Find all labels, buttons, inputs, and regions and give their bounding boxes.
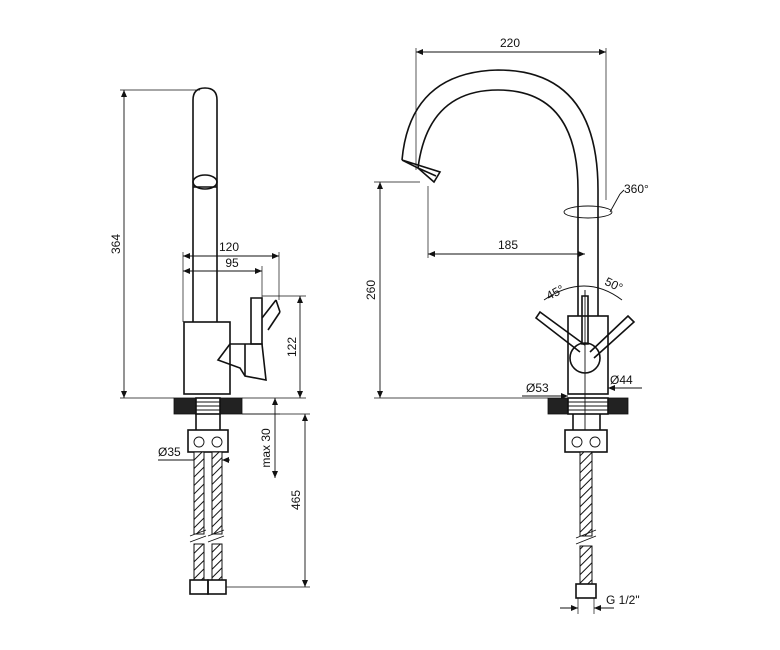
dim-angle-left-label: 45° xyxy=(544,282,567,303)
dim-thread: G 1/2" xyxy=(560,593,640,614)
dim-shank-diameter-label: Ø35 xyxy=(158,445,181,459)
faucet-body xyxy=(183,321,231,395)
dim-max-thickness-label: max 30 xyxy=(259,428,273,468)
dim-hose-length-label: 465 xyxy=(289,490,303,510)
spout-tube xyxy=(192,87,218,322)
dim-handle-reach-label: 120 xyxy=(219,240,239,254)
dim-spout-reach-label: 185 xyxy=(498,238,518,252)
dim-total-height: 364 xyxy=(109,89,200,399)
rotation-indicator: 360° xyxy=(563,182,649,219)
dim-body-diameter: Ø44 xyxy=(608,373,642,391)
dim-body-width-label: 95 xyxy=(225,256,239,270)
mounting-flange xyxy=(173,397,243,415)
spout-gooseneck xyxy=(401,69,599,316)
fixing-nut xyxy=(187,414,229,453)
dim-base-diameter: Ø53 xyxy=(522,381,568,399)
front-view: 360° 220 xyxy=(364,36,649,614)
dim-width-label: 220 xyxy=(500,36,520,50)
dim-thread-label: G 1/2" xyxy=(606,593,640,607)
supply-hoses xyxy=(189,451,227,595)
dim-spout-height: 260 xyxy=(364,181,548,399)
dim-body-height-label: 122 xyxy=(285,337,299,357)
dim-body-diameter-label: Ø44 xyxy=(610,373,633,387)
dim-hose-length: 465 xyxy=(226,413,310,588)
dim-shank-diameter: Ø35 xyxy=(158,445,230,466)
front-flange xyxy=(547,397,629,415)
side-view: 364 120 95 122 max 30 465 xyxy=(109,87,310,595)
dim-width: 220 xyxy=(415,36,607,200)
dim-angle-right-label: 50° xyxy=(603,274,626,295)
dim-total-height-label: 364 xyxy=(109,234,123,254)
dim-spout-height-label: 260 xyxy=(364,280,378,300)
dim-max-thickness: max 30 xyxy=(242,398,280,478)
lever-swing xyxy=(534,285,636,359)
dim-handle-reach: 120 xyxy=(182,240,280,322)
front-hose xyxy=(575,451,597,599)
dim-base-diameter-label: Ø53 xyxy=(526,381,549,395)
dim-rotation-label: 360° xyxy=(624,182,649,196)
dim-body-width: 95 xyxy=(183,256,263,298)
front-fixing-nut xyxy=(564,414,608,453)
dim-spout-reach: 185 xyxy=(427,186,585,258)
lever-handle xyxy=(216,297,281,381)
